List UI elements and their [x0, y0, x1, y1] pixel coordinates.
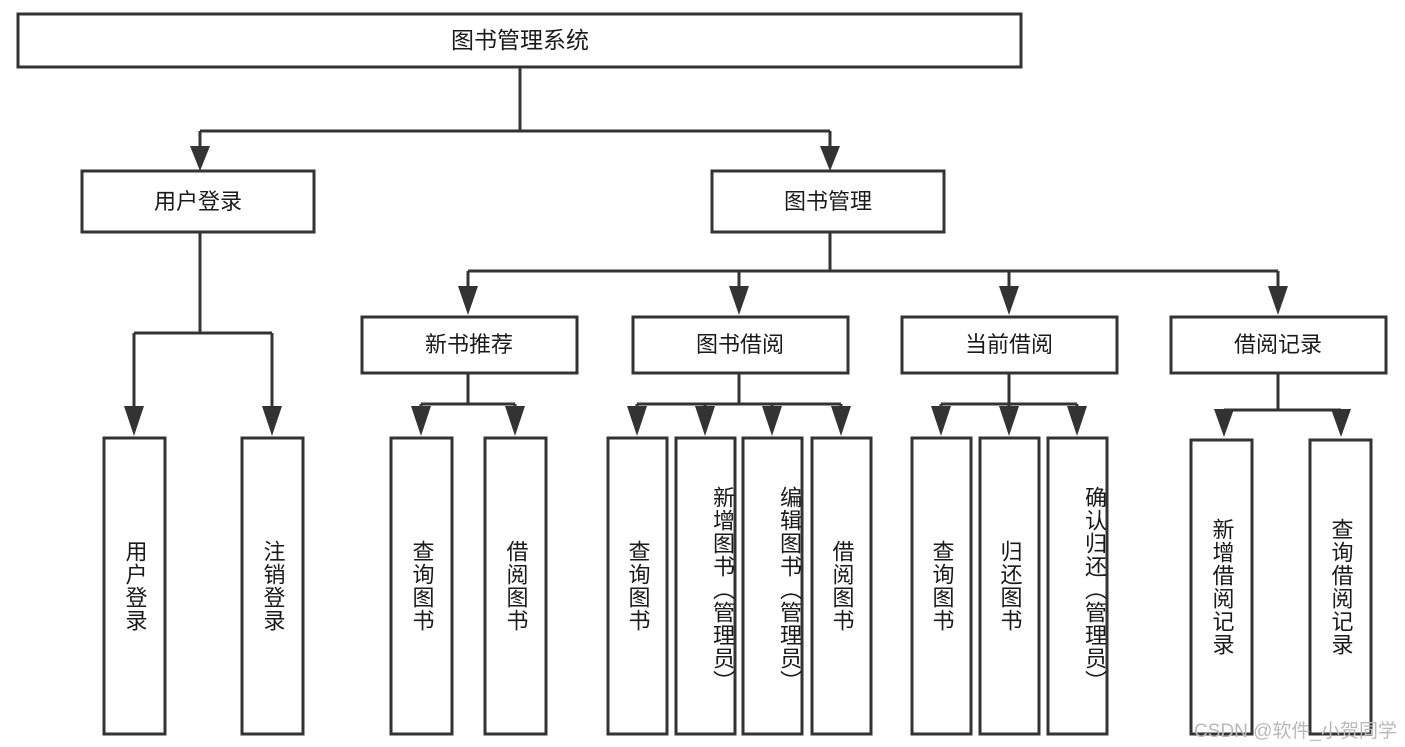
leaf-add-book-box[interactable] [674, 436, 737, 736]
node-borrow-record-box[interactable] [1169, 315, 1388, 375]
leaf-user-login-box[interactable] [102, 436, 167, 736]
node-root-label: 图书管理系统 [451, 27, 589, 53]
node-new-book-recommend[interactable]: 新书推荐 [360, 315, 579, 375]
leaf-query-book-3-box[interactable] [910, 436, 973, 736]
node-book-borrow-box[interactable] [631, 315, 850, 375]
arrow-head-leaf-query-book-1 [411, 406, 431, 436]
arrow-head-leaf-return-book [999, 406, 1019, 436]
node-book-borrow-label: 图书借阅 [696, 332, 784, 357]
node-book-management-label: 图书管理 [784, 189, 872, 214]
node-root[interactable]: 图书管理系统 [16, 12, 1023, 69]
leaf-user-logout-box[interactable] [240, 436, 305, 736]
leaf-query-book-1-box[interactable] [389, 436, 454, 736]
node-new-book-recommend-box[interactable] [360, 315, 579, 375]
arrow-head-leaf-borrow-book-2 [831, 406, 851, 436]
leaf-add-record-box[interactable] [1189, 438, 1254, 736]
node-user-login-label: 用户登录 [154, 189, 242, 214]
arrow-head-leaf-add-book [695, 406, 715, 436]
arrow-head-book-borrow [729, 286, 749, 315]
arrow-head-leaf-query-book-2 [627, 406, 647, 436]
leaf-edit-book-box[interactable] [741, 436, 804, 736]
leaf-query-book-2-box[interactable] [606, 436, 669, 736]
arrow-head-leaf-add-record [1214, 409, 1234, 437]
arrow-head-leaf-borrow-book-1 [505, 406, 525, 436]
arrow-head-book-management [820, 146, 840, 171]
leaf-borrow-book-2-box[interactable] [810, 436, 873, 736]
arrow-head-leaf-user-login [124, 406, 144, 436]
node-borrow-record-label: 借阅记录 [1234, 332, 1322, 357]
arrow-head-leaf-edit-book [762, 406, 782, 436]
node-root-box[interactable] [16, 12, 1023, 69]
node-borrow-record[interactable]: 借阅记录 [1169, 315, 1388, 375]
node-current-borrow-label: 当前借阅 [965, 332, 1053, 357]
node-book-management[interactable]: 图书管理 [710, 169, 946, 234]
node-user-login[interactable]: 用户登录 [80, 169, 316, 234]
arrow-head-leaf-query-record [1331, 409, 1351, 437]
arrow-head-borrow-record [1268, 286, 1288, 315]
arrow-head-new-book-recommend [458, 286, 478, 315]
arrow-head-leaf-user-logout [262, 406, 282, 436]
leaf-boxes [102, 436, 1373, 736]
node-current-borrow[interactable]: 当前借阅 [900, 315, 1119, 375]
arrow-head-user-login [190, 146, 210, 171]
leaf-return-book-box[interactable] [978, 436, 1041, 736]
watermark-text: CSDN @软件_小贺同学 [1194, 721, 1397, 742]
arrow-head-current-borrow [999, 286, 1019, 315]
node-book-management-box[interactable] [710, 169, 946, 234]
leaf-confirm-return-box[interactable] [1046, 436, 1109, 736]
node-current-borrow-box[interactable] [900, 315, 1119, 375]
node-user-login-box[interactable] [80, 169, 316, 234]
arrow-head-leaf-confirm-return [1067, 406, 1087, 436]
node-book-borrow[interactable]: 图书借阅 [631, 315, 850, 375]
leaf-borrow-book-1-box[interactable] [483, 436, 548, 736]
connector-layer [124, 67, 1351, 437]
arrow-head-leaf-query-book-3 [931, 406, 951, 436]
leaf-query-record-box[interactable] [1308, 438, 1373, 736]
node-new-book-recommend-label: 新书推荐 [425, 332, 513, 357]
